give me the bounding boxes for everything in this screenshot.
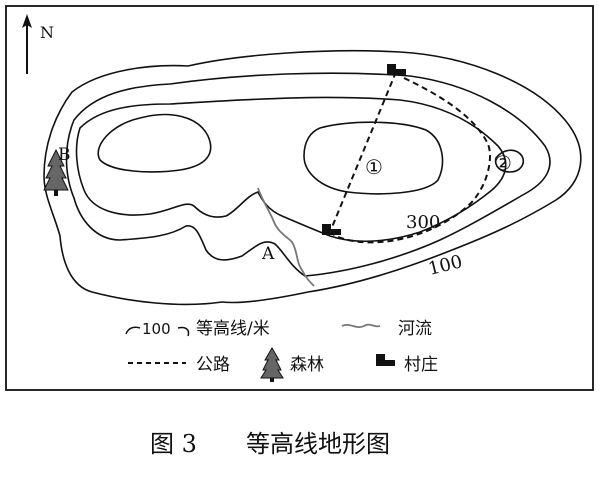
- figure-title: 等高线地形图: [246, 430, 390, 458]
- legend-village-icon: [376, 354, 395, 366]
- region-1-label: ①: [365, 155, 383, 179]
- forest-icon: [43, 148, 69, 196]
- legend-contour-sample: 100: [142, 320, 171, 338]
- river: [257, 187, 315, 287]
- legend-river-line: [341, 323, 381, 329]
- contour-left-peak: [97, 113, 212, 173]
- legend-contour: [125, 326, 190, 337]
- village-icon: [387, 64, 406, 75]
- contour-100-label: 100: [426, 251, 464, 280]
- figure-number: 图 3: [150, 430, 197, 458]
- contour-summit-1: [303, 121, 444, 195]
- legend-forest-label: 森林: [290, 355, 324, 375]
- contour-lines: [43, 49, 582, 306]
- contour-100: [43, 49, 582, 306]
- road: [329, 71, 491, 244]
- point-b-label: B: [58, 145, 71, 165]
- map-frame: [5, 5, 594, 391]
- legend-road-label: 公路: [196, 355, 230, 375]
- contour-300-line: [75, 96, 507, 243]
- point-a-label: A: [261, 244, 275, 264]
- contour-summit-2: [494, 149, 525, 173]
- legend-contour-label: 等高线/米: [196, 319, 270, 339]
- contour-300-label: 300: [406, 212, 440, 233]
- legend-village-label: 村庄: [404, 355, 438, 375]
- north-arrow: [22, 14, 32, 74]
- village-icon: [322, 224, 341, 235]
- legend-forest-icon: [260, 347, 284, 382]
- region-2-label: ②: [494, 151, 512, 175]
- legend-river-label: 河流: [398, 319, 432, 339]
- north-label: N: [40, 23, 54, 42]
- contour-200: [65, 72, 551, 277]
